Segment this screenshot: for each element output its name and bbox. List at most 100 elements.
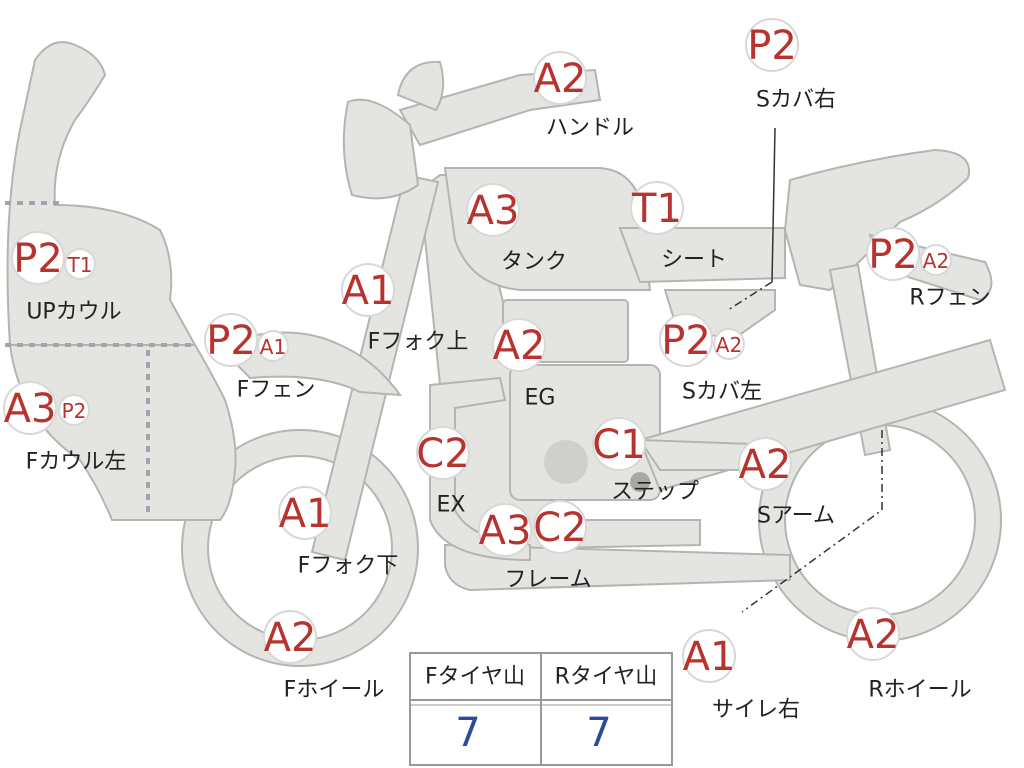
grade-badge-circle xyxy=(920,244,952,276)
part-label-seat: シート xyxy=(661,248,727,273)
grade-badge-fcowl-left-1: P2 xyxy=(58,394,90,426)
grade-badge-silencer-right-0: A1 xyxy=(682,629,736,683)
grade-badge-circle xyxy=(478,503,532,557)
grade-badge-text: P2 xyxy=(13,236,63,282)
grade-badge-text: P2 xyxy=(868,232,918,278)
grade-badge-frame-1: C2 xyxy=(533,500,587,554)
grade-badge-text: C2 xyxy=(416,431,469,477)
part-label-engine: EG xyxy=(525,386,556,411)
grade-badge-rwheel-0: A2 xyxy=(846,607,900,661)
part-seat: T1 シート xyxy=(630,181,727,273)
part-label-silencer-right: サイレ右 xyxy=(712,698,800,723)
leader-silencer-right xyxy=(741,430,883,613)
exhaust-shape xyxy=(429,376,531,562)
engine-cover-circle xyxy=(544,440,588,484)
grade-badge-text: A3 xyxy=(479,508,532,554)
grade-badge-circle xyxy=(533,51,587,105)
grade-badge-text: A1 xyxy=(342,268,395,314)
grade-badge-text: A3 xyxy=(467,188,520,234)
grade-badge-text: A2 xyxy=(923,249,949,273)
frame-lower-shape xyxy=(444,543,791,592)
part-label-frame: フレーム xyxy=(504,568,591,593)
grade-badge-circle xyxy=(466,183,520,237)
grade-badge-circle xyxy=(341,263,395,317)
seat-shape xyxy=(618,227,786,284)
grade-badge-circle xyxy=(257,330,289,362)
grade-badge-ffender-0: P2 xyxy=(204,313,258,367)
grade-badge-step-0: C1 xyxy=(592,417,646,471)
front-tire-value: 7 xyxy=(455,710,480,756)
grade-badge-handle-0: A2 xyxy=(533,51,587,105)
grade-badge-circle xyxy=(713,328,745,360)
front-cowl-shape xyxy=(8,344,237,521)
part-label-tank: タンク xyxy=(501,250,567,275)
grade-badge-ffork-upper-0: A1 xyxy=(341,263,395,317)
part-label-rwheel: Rホイール xyxy=(868,678,971,703)
grade-badge-circle xyxy=(58,394,90,426)
step-peg-1 xyxy=(630,472,650,492)
grade-badge-circle xyxy=(204,313,258,367)
part-label-fwheel: Fホイール xyxy=(284,678,385,703)
leader-lines xyxy=(727,127,883,613)
grade-badge-text: A2 xyxy=(264,615,317,661)
grade-badge-circle xyxy=(11,231,65,285)
grade-badge-rfender-0: P2 xyxy=(866,227,920,281)
grade-badge-text: A2 xyxy=(493,323,546,369)
part-label-scover-right: Sカバ右 xyxy=(756,88,836,113)
grade-badge-text: A2 xyxy=(716,333,742,357)
grade-badge-circle xyxy=(592,417,646,471)
grade-badge-swingarm-0: A2 xyxy=(738,437,792,491)
grade-badge-text: T1 xyxy=(631,186,682,232)
part-label-rfender: Rフェン xyxy=(909,286,990,311)
grade-badge-text: C2 xyxy=(533,505,586,551)
grade-badge-circle xyxy=(263,610,317,664)
grade-badge-circle xyxy=(659,313,713,367)
grade-badge-fcowl-left-0: A3 xyxy=(3,381,57,435)
grade-badge-text: A2 xyxy=(739,442,792,488)
grade-badge-seat-0: T1 xyxy=(630,181,684,235)
grade-badge-text: A1 xyxy=(279,491,332,537)
grade-badge-circle xyxy=(866,227,920,281)
leader-scover-right-dash xyxy=(727,281,773,311)
front-wheel-outline-outer xyxy=(181,429,419,667)
grade-badge-upcowl-0: P2 xyxy=(11,231,65,285)
grade-badge-text: A3 xyxy=(4,386,57,432)
grade-badge-circle xyxy=(416,426,470,480)
grade-badge-scover-right-0: P2 xyxy=(745,18,799,72)
grade-badge-engine-0: A2 xyxy=(492,318,546,372)
part-label-swingarm: Sアーム xyxy=(757,504,835,529)
grade-badge-circle xyxy=(846,607,900,661)
mirror-shape xyxy=(396,60,445,112)
grade-badge-text: C1 xyxy=(592,422,645,468)
front-tire-header: Fタイヤ山 xyxy=(425,665,525,690)
grade-badge-text: P2 xyxy=(661,318,711,364)
tire-table: Fタイヤ山 Rタイヤ山 7 7 xyxy=(409,652,673,766)
grade-badge-circle xyxy=(492,318,546,372)
part-label-ffork-lower: Fフォク下 xyxy=(298,554,399,579)
part-silencer-right: A1 サイレ右 xyxy=(682,629,800,723)
part-label-ffork-upper: Fフォク上 xyxy=(368,330,469,355)
headlight-shape xyxy=(342,98,420,200)
grade-badge-frame-0: A3 xyxy=(478,503,532,557)
part-handle: A2 ハンドル xyxy=(533,51,634,141)
part-label-handle: ハンドル xyxy=(546,116,634,141)
part-label-ffender: Fフェン xyxy=(237,378,316,403)
grade-badge-fwheel-0: A2 xyxy=(263,610,317,664)
grade-badge-circle xyxy=(745,18,799,72)
grade-badge-text: A2 xyxy=(534,56,587,102)
grade-badge-ffender-1: A1 xyxy=(257,330,289,362)
rear-tire-value: 7 xyxy=(586,710,611,756)
grade-badge-text: P2 xyxy=(62,399,87,423)
grade-badge-circle xyxy=(682,629,736,683)
grade-badge-circle xyxy=(533,500,587,554)
